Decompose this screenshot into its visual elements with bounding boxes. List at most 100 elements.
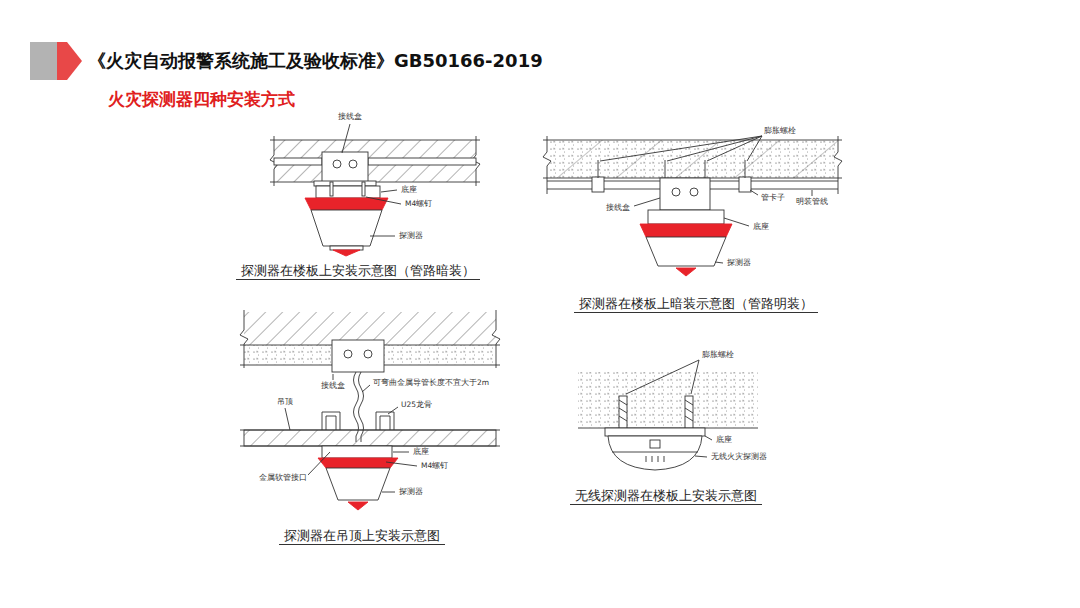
part-label: 探测器 <box>398 488 424 497</box>
figure-caption: 探测器在楼板上暗装示意图（管路明装） <box>574 297 818 314</box>
drawing-part <box>376 412 394 430</box>
drawing-part <box>274 140 476 182</box>
part-label: 底座 <box>752 223 770 232</box>
drawing-part <box>344 350 352 358</box>
part-label: 吊顶 <box>276 398 294 407</box>
part-label: 无线火灾探测器 <box>710 453 768 462</box>
drawing-part <box>330 246 363 250</box>
drawing-part <box>393 452 409 453</box>
drawing-part <box>812 190 813 196</box>
drawing-part <box>274 140 476 182</box>
drawing-part <box>547 140 838 178</box>
drawing-part <box>285 408 290 430</box>
drawing-part <box>747 136 762 161</box>
drawing-part <box>382 492 395 493</box>
drawing-part <box>685 396 693 428</box>
drawing-part <box>750 190 758 195</box>
drawing-part <box>612 452 698 453</box>
drawing-part <box>368 158 476 165</box>
page-title: 《火灾自动报警系统施工及验收标准》GB50166-2019 <box>88 51 543 72</box>
drawing-part <box>600 136 762 161</box>
drawing-part <box>646 456 664 462</box>
part-label: 可弯曲金属导管长度不宜大于2m <box>372 379 490 388</box>
drawing-part <box>316 186 380 198</box>
drawing-part <box>322 152 368 182</box>
drawing-part <box>739 177 751 192</box>
figure-caption: 探测器在楼板上安装示意图（管路暗装） <box>236 264 480 281</box>
drawing-part <box>386 462 417 466</box>
drawing-part <box>492 310 500 368</box>
part-label: 接线盒 <box>337 113 363 122</box>
drawing-part <box>370 236 395 237</box>
drawing-part <box>634 198 660 206</box>
drawing-part <box>322 412 340 430</box>
drawing-part <box>388 407 398 414</box>
drawing-part <box>57 42 82 80</box>
drawing-part <box>745 160 746 178</box>
part-label: 底座 <box>400 186 418 195</box>
drawing-part <box>270 140 480 141</box>
drawing-part <box>366 197 401 204</box>
part-label: 底座 <box>715 436 733 445</box>
drawing-part <box>676 268 696 276</box>
drawing-part <box>326 416 336 430</box>
drawing-part <box>333 374 334 380</box>
drawing-part <box>834 136 842 194</box>
part-label: U25龙骨 <box>400 401 433 410</box>
drawing-part <box>330 182 333 196</box>
figure-slab-surface <box>543 136 842 276</box>
drawing-part <box>380 416 390 430</box>
drawing-part <box>362 182 365 196</box>
drawing-part <box>646 237 726 266</box>
part-label: M4螺钉 <box>420 462 449 471</box>
drawing-part <box>244 430 496 446</box>
drawing-part <box>619 400 627 421</box>
part-label: 接线盒 <box>605 204 631 213</box>
drawing-part <box>608 436 702 470</box>
part-label: 管卡子 <box>760 194 786 203</box>
drawing-part <box>695 456 707 457</box>
drawing-part <box>640 224 732 237</box>
drawing-part <box>342 124 350 153</box>
drawing-part <box>307 452 330 476</box>
drawing-part <box>598 160 599 178</box>
drawing-part <box>240 310 248 368</box>
drawing-part <box>311 210 382 246</box>
drawing-part <box>381 190 397 192</box>
drawing-part <box>348 502 368 510</box>
drawing-part <box>326 468 390 500</box>
part-label: 明装管线 <box>795 198 829 207</box>
drawing-part <box>332 340 384 372</box>
drawing-part <box>322 446 392 458</box>
part-label: 金属软管接口 <box>258 474 308 483</box>
part-label: M4螺钉 <box>404 200 433 209</box>
figure-slab-concealed <box>270 124 480 256</box>
drawing-part <box>305 198 388 210</box>
drawing-part <box>547 140 838 178</box>
part-label: 底座 <box>412 448 430 457</box>
drawing-part <box>667 136 762 161</box>
drawing-part <box>672 188 680 196</box>
drawing-part <box>690 188 698 196</box>
drawing-part <box>362 385 370 392</box>
drawing-part <box>349 160 357 168</box>
part-label: 膨胀螺栓 <box>763 127 797 136</box>
part-label: 探测器 <box>726 259 752 268</box>
figure-caption: 无线探测器在楼板上安装示意图 <box>570 489 762 506</box>
drawing-part <box>685 400 693 421</box>
part-label: 接线盒 <box>320 382 346 391</box>
drawing-part <box>626 360 699 394</box>
drawing-part <box>543 140 842 141</box>
drawing-part <box>314 181 376 186</box>
drawing-part <box>333 160 341 168</box>
figure-suspended-ceiling <box>240 310 500 510</box>
drawing-part <box>364 350 372 358</box>
drawing-part <box>705 160 706 178</box>
drawing-part <box>605 428 705 436</box>
drawing-part <box>333 250 360 256</box>
drawing-part <box>660 178 710 210</box>
drawing-part <box>274 158 322 165</box>
drawing-part <box>578 372 758 428</box>
drawing-part <box>705 436 712 440</box>
drawing-part <box>648 210 724 224</box>
